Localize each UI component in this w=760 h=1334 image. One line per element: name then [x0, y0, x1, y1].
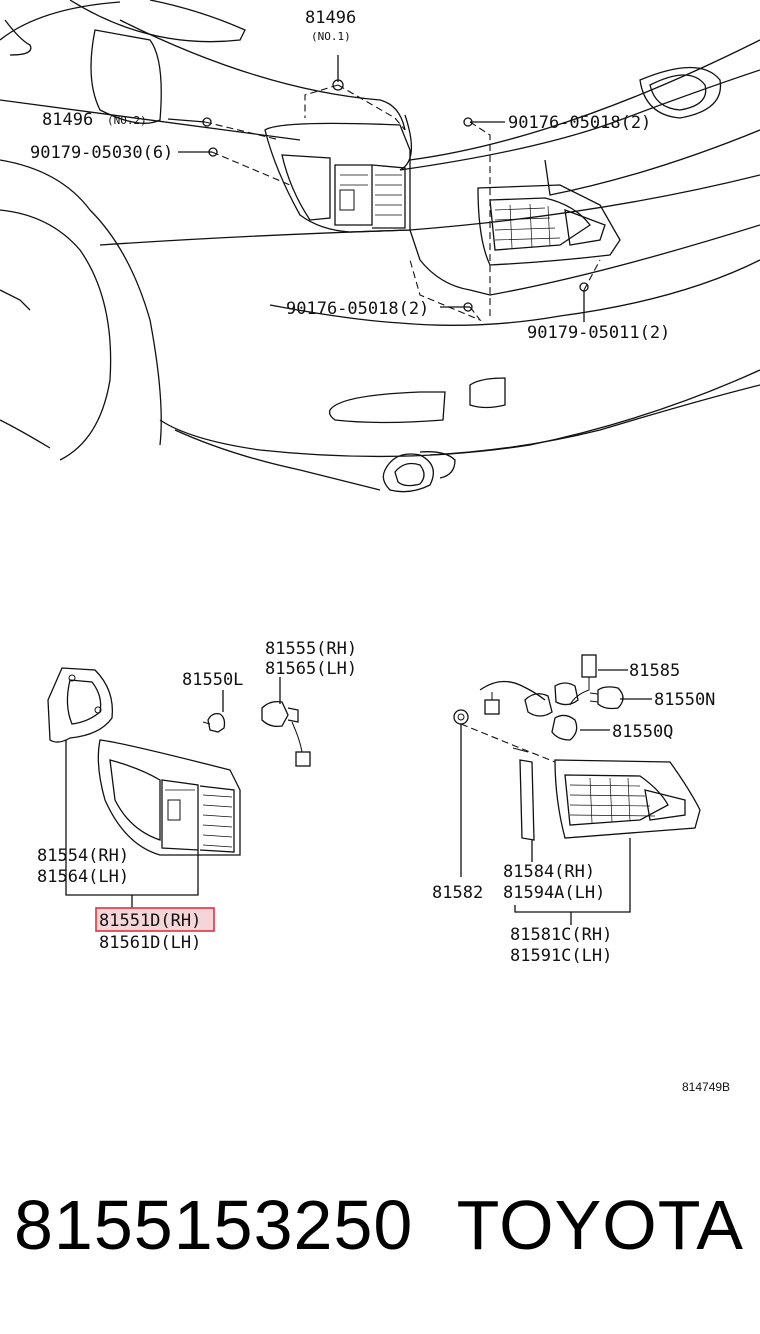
- brand-name: TOYOTA: [456, 1186, 744, 1264]
- label-90179-05030: 90179-05030(6): [30, 143, 173, 163]
- label-81550N: 81550N: [654, 690, 715, 710]
- nut-icon: [208, 147, 218, 157]
- tail-lamp-inner-installed: [477, 184, 621, 266]
- label-81581C-rh: 81581C(RH): [510, 925, 612, 945]
- leader-inner-dash: [460, 723, 556, 763]
- label-90179-05011: 90179-05011(2): [527, 323, 670, 343]
- label-81565-lh: 81565(LH): [265, 659, 357, 679]
- label-81594A-lh: 81594A(LH): [503, 883, 605, 903]
- inner-lamp-assembly: [554, 759, 701, 839]
- socket-81555: [261, 700, 311, 767]
- harness-81585: [479, 654, 597, 717]
- nut-icon: [332, 79, 344, 91]
- highlight-box: [95, 907, 215, 932]
- outer-lamp-assembly: [97, 739, 241, 856]
- label-81550Q: 81550Q: [612, 722, 673, 742]
- label-81585: 81585: [629, 661, 680, 681]
- label-81550L: 81550L: [182, 670, 243, 690]
- gasket-81584: [519, 759, 535, 841]
- nut-icon: [463, 117, 473, 127]
- nut-icon: [202, 117, 212, 127]
- label-81496-no1: 81496: [305, 8, 356, 28]
- label-81555-rh: 81555(RH): [265, 639, 357, 659]
- label-81551D-rh[interactable]: 81551D(RH): [99, 911, 201, 931]
- label-81561D-lh: 81561D(LH): [99, 933, 201, 953]
- label-90176-05018-bottom: 90176-05018(2): [286, 299, 429, 319]
- label-81582: 81582: [432, 883, 483, 903]
- label-81591C-lh: 81591C(LH): [510, 946, 612, 966]
- label-81564-lh: 81564(LH): [37, 867, 129, 887]
- body-leaders: [167, 55, 601, 322]
- label-81496-no2: 81496: [42, 110, 93, 130]
- diagram-reference-code: 814749B: [682, 1080, 730, 1094]
- fastener-icons: [202, 79, 589, 312]
- leader-81581C: [514, 838, 631, 913]
- nut-icon: [579, 282, 589, 292]
- part-number: 8155153250: [14, 1186, 414, 1264]
- vehicle-body: [0, 0, 760, 493]
- bulb-81550Q: [551, 714, 578, 741]
- label-81496-no2-sub: (NO.2): [107, 114, 147, 127]
- nut-icon: [463, 302, 473, 312]
- label-90176-05018-top: 90176-05018(2): [508, 113, 651, 133]
- bulb-81550N: [589, 686, 624, 710]
- footer: 8155153250 TOYOTA: [0, 1185, 760, 1275]
- label-81554-rh: 81554(RH): [37, 846, 129, 866]
- clip-81582: [453, 709, 469, 725]
- label-81496-no1-sub: (NO.1): [311, 30, 351, 43]
- tail-lamp-outer-installed: [264, 122, 411, 233]
- label-81584-rh: 81584(RH): [503, 862, 595, 882]
- gasket-81554: [47, 667, 114, 743]
- bulb-81550L: [202, 712, 226, 733]
